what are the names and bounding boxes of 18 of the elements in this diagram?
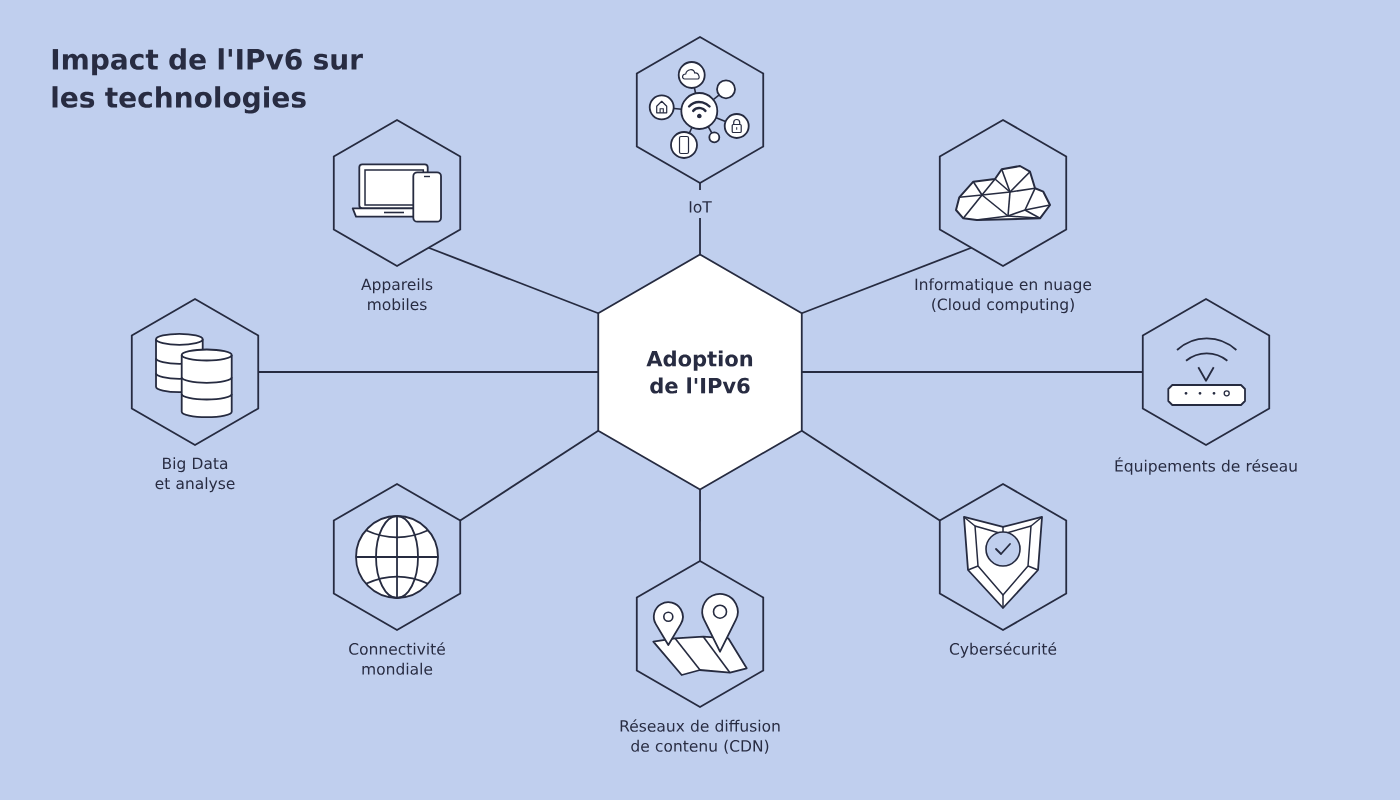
connector-line xyxy=(257,371,600,373)
title: Impact de l'IPv6 sur les technologies xyxy=(52,48,363,114)
hexagon: Adoption de l'IPv6 xyxy=(597,253,803,491)
connector-line xyxy=(800,429,941,522)
label: Informatique en nuage (Cloud computing) xyxy=(915,278,1092,314)
label: Réseaux de diffusion de contenu (CDN) xyxy=(620,719,780,754)
label: IoT xyxy=(689,201,712,213)
label: Cybersécurité xyxy=(949,642,1057,658)
connector-line xyxy=(800,371,1144,373)
connector-line xyxy=(800,246,973,315)
label: Big Data et analyse xyxy=(155,457,235,493)
label: Connectivité mondiale xyxy=(349,642,445,675)
connector-line xyxy=(427,246,600,315)
connector-line xyxy=(699,488,701,562)
label: Appareils mobiles xyxy=(361,278,433,311)
connector-line xyxy=(459,429,600,522)
label: Équipements de réseau xyxy=(1115,457,1297,475)
connector-line xyxy=(699,217,701,256)
